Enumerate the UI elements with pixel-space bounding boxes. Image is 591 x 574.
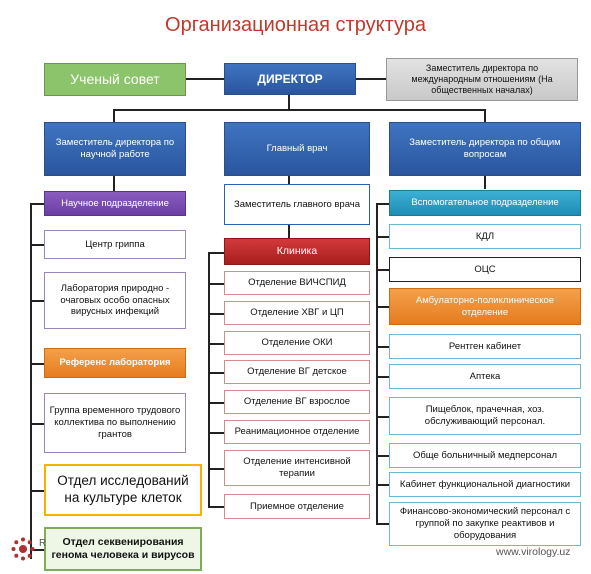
dept-admission-box: Приемное отделение	[224, 494, 370, 519]
dept-hvg-box: Отделение ХВГ и ЦП	[224, 301, 370, 325]
page-title: Организационная структура	[165, 14, 426, 36]
connector	[30, 203, 44, 205]
xray-room-box: Рентген кабинет	[389, 334, 581, 359]
connector	[208, 402, 224, 404]
reference-lab-box: Референс лаборатория	[44, 348, 186, 378]
connector	[376, 346, 389, 348]
logo-letter: R	[39, 538, 47, 549]
watermark-text: www.virology.uz	[496, 546, 571, 558]
connector	[113, 176, 115, 191]
dept-vg-adult-box: Отделение ВГ взрослое	[224, 390, 370, 414]
natural-focal-lab-box: Лаборатория природно - очаговых особо оп…	[44, 272, 186, 329]
functional-diagnostics-box: Кабинет функциональной диагностики	[389, 472, 581, 497]
connector	[30, 490, 44, 492]
pharmacy-box: Аптека	[389, 364, 581, 389]
scientific-division-box: Научное подразделение	[44, 191, 186, 216]
connector	[208, 283, 224, 285]
connector	[208, 313, 224, 315]
sequencing-dept-box: Отдел секвенирования генома человека и в…	[44, 527, 202, 571]
connector	[376, 236, 389, 238]
dept-hiv-aids-box: Отделение ВИЧСПИД	[224, 271, 370, 295]
ocs-box: ОЦС	[389, 257, 581, 282]
connector	[376, 203, 378, 524]
connector	[208, 372, 224, 374]
connector	[30, 363, 44, 365]
connector	[484, 109, 486, 122]
connector	[376, 376, 389, 378]
connector	[186, 78, 224, 80]
influenza-center-box: Центр гриппа	[44, 230, 186, 259]
deputy-science-box: Заместитель директора по научной работе	[44, 122, 186, 176]
auxiliary-division-box: Вспомогательное подразделение	[389, 190, 581, 216]
connector	[208, 432, 224, 434]
dept-intensive-care-box: Отделение интенсивной терапии	[224, 450, 370, 486]
clinic-box: Клиника	[224, 238, 370, 265]
connector	[30, 423, 44, 425]
catering-laundry-box: Пищеблок, прачечная, хоз. обслуживающий …	[389, 397, 581, 435]
deputy-chief-doctor-box: Заместитель главного врача	[224, 184, 370, 225]
connector	[208, 252, 224, 254]
connector	[288, 176, 290, 184]
temporary-group-box: Группа временного трудового коллектива п…	[44, 393, 186, 453]
dept-reanimation-box: Реанимационное отделение	[224, 420, 370, 444]
connector	[30, 203, 32, 559]
deputy-general-box: Заместитель директора по общим вопросам	[389, 122, 581, 176]
dept-oki-box: Отделение ОКИ	[224, 331, 370, 355]
cell-culture-dept-box: Отдел исследований на культуре клеток	[44, 464, 202, 516]
director-box: ДИРЕКТОР	[224, 63, 356, 95]
connector	[30, 300, 44, 302]
connector	[30, 244, 44, 246]
connector	[288, 95, 290, 110]
outpatient-dept-box: Амбулаторно-поликлиническое отделение	[389, 288, 581, 325]
deputy-international-box: Заместитель директора по международным о…	[386, 58, 578, 101]
chief-doctor-box: Главный врач	[224, 122, 370, 176]
connector	[208, 506, 224, 508]
connector	[484, 176, 486, 189]
connector	[113, 109, 115, 122]
connector	[113, 109, 484, 111]
connector	[376, 306, 389, 308]
connector	[376, 484, 389, 486]
connector	[30, 549, 44, 551]
connector	[376, 416, 389, 418]
connector	[356, 78, 386, 80]
virology-logo-icon	[11, 537, 35, 561]
connector	[376, 455, 389, 457]
connector	[208, 252, 210, 506]
connector	[208, 468, 224, 470]
connector	[376, 203, 389, 205]
scientific-council-box: Ученый совет	[44, 63, 186, 96]
connector	[376, 269, 389, 271]
kdl-box: КДЛ	[389, 224, 581, 249]
connector	[208, 343, 224, 345]
finance-staff-box: Финансово-экономический персонал с групп…	[389, 502, 581, 546]
general-medical-staff-box: Обще больничный медперсонал	[389, 443, 581, 468]
connector	[288, 225, 290, 238]
dept-vg-children-box: Отделение ВГ детское	[224, 360, 370, 384]
connector	[376, 523, 389, 525]
